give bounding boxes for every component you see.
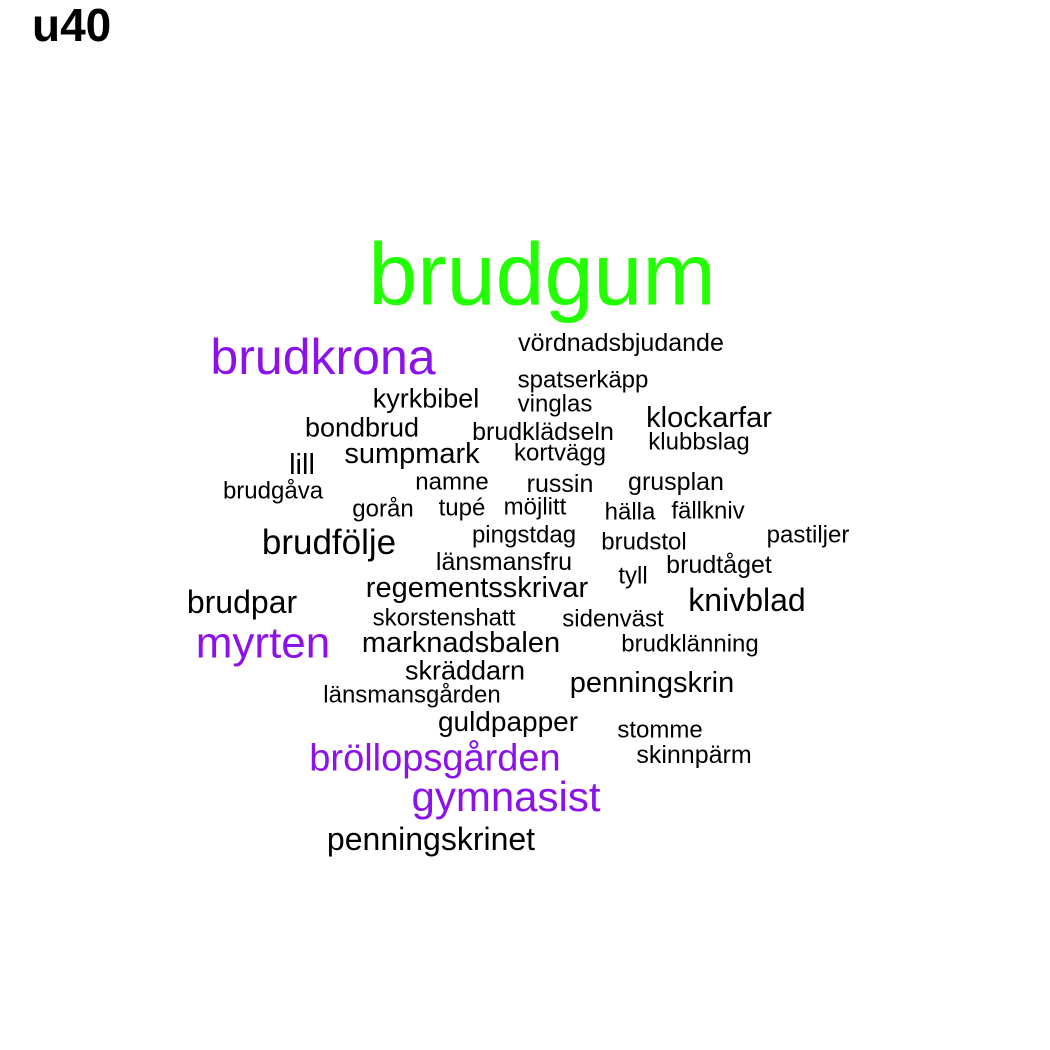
word-cloud-word: marknadsbalen — [361, 627, 561, 660]
word-cloud-word: sidenväst — [562, 605, 664, 633]
word-cloud-word: pingstdag — [471, 521, 577, 549]
word-cloud-word: brudklädseln — [472, 418, 614, 446]
word-cloud-word: bröllopsgården — [309, 737, 561, 780]
word-cloud-word: guldpapper — [437, 705, 579, 737]
word-cloud-word: kyrkbibel — [372, 383, 480, 414]
word-cloud-word: myrten — [195, 618, 331, 668]
word-cloud-word: brudkrona — [210, 329, 436, 385]
page-title: u40 — [32, 0, 112, 51]
word-cloud-word: kortvägg — [513, 439, 607, 467]
word-cloud-word: vördnadsbjudande — [518, 329, 724, 357]
word-cloud-word: hälla — [604, 498, 656, 526]
word-cloud-word: sumpmark — [344, 438, 480, 471]
word-cloud-word: gorån — [352, 495, 414, 523]
word-cloud-word: lill — [289, 449, 315, 482]
word-cloud-word: namne — [415, 468, 489, 496]
word-cloud-word: skorstenshatt — [372, 604, 516, 632]
word-cloud-word: brudpar — [186, 583, 298, 620]
word-cloud-word: brudklänning — [621, 630, 759, 658]
word-cloud-word: bondbrud — [304, 412, 420, 443]
word-cloud-word: klockarfar — [646, 402, 772, 435]
word-cloud-word: fällkniv — [671, 497, 745, 525]
word-cloud-word: knivblad — [688, 581, 806, 618]
word-cloud-word: pastiljer — [766, 521, 850, 549]
word-cloud-word: brudgum — [368, 224, 716, 324]
word-cloud-word: klubbslag — [648, 428, 750, 456]
word-cloud-word: länsmansgården — [323, 681, 501, 709]
word-cloud-word: brudgåva — [222, 477, 324, 505]
word-cloud-word: skräddarn — [404, 655, 526, 686]
word-cloud-word: russin — [526, 470, 594, 498]
word-cloud-word: gymnasist — [411, 772, 601, 820]
word-cloud-word: skinnpärm — [636, 741, 752, 769]
word-cloud-word: penningskrin — [569, 667, 735, 700]
word-cloud-word: penningskrinet — [326, 820, 536, 857]
word-cloud-word: brudfölje — [261, 522, 397, 562]
word-cloud-word: spatserkäpp — [517, 366, 649, 394]
word-cloud-word: brudstol — [601, 528, 687, 556]
word-cloud-word: stomme — [617, 716, 703, 744]
word-cloud-word: grusplan — [628, 468, 724, 496]
word-cloud-word: brudtåget — [666, 551, 772, 579]
word-cloud-word: vinglas — [517, 390, 593, 418]
word-cloud-word: tyll — [618, 562, 648, 590]
word-cloud-word: länsmansfru — [435, 548, 573, 576]
word-cloud-word: tupé — [438, 494, 486, 522]
word-cloud-word: regementsskrivar — [365, 572, 589, 605]
word-cloud-word: möjlitt — [503, 493, 567, 521]
